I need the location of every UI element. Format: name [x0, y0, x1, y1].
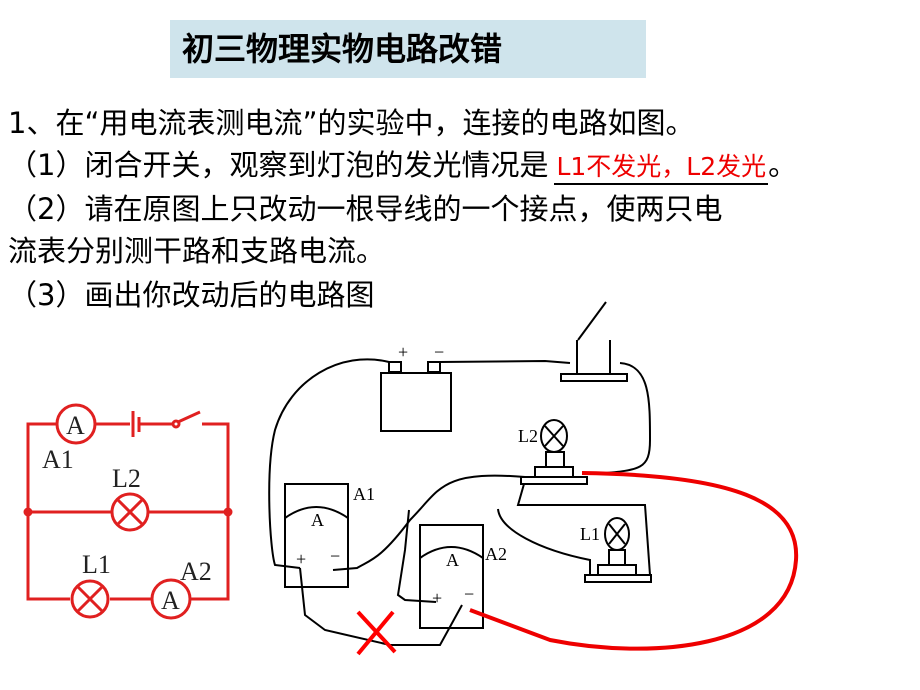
schematic-a2-label: A2: [180, 557, 212, 586]
question-2-b: 流表分别测干路和支路电流。: [8, 234, 386, 268]
physical-circuit: [268, 301, 652, 646]
question-3: （3）画出你改动后的电路图: [8, 278, 375, 312]
wrong-wire-cross-icon: [356, 610, 397, 656]
schematic-ammeter-a1: [55, 403, 97, 445]
a2-meter-label: A: [446, 550, 459, 570]
lamp-l1: [604, 517, 630, 551]
a1-minus: −: [330, 546, 340, 566]
question-intro: 1、在“用电流表测电流”的实验中，连接的电路如图。: [8, 106, 695, 140]
corrected-wire: [469, 471, 799, 651]
a2-minus: −: [464, 584, 474, 604]
schematic-lamp-l1: [70, 579, 110, 619]
ammeter-a1: [284, 483, 349, 588]
a1-meter-label: A: [311, 510, 324, 530]
question-1-end: 。: [768, 148, 798, 182]
a2-label: A2: [485, 544, 507, 564]
switch: [560, 373, 628, 382]
lamp-l2: [540, 419, 568, 453]
schematic-l1-label: L1: [82, 550, 111, 579]
schematic-l2-label: L2: [112, 464, 141, 493]
question-1-answer: L1不发光，L2发光: [554, 147, 769, 185]
battery: [380, 372, 452, 432]
question-1-text: （1）闭合开关，观察到灯泡的发光情况是: [8, 148, 549, 182]
a1-plus: +: [296, 549, 306, 569]
schematic-meter-label: A: [66, 411, 85, 440]
lamp-l2-base: [520, 476, 588, 485]
slide-title: 初三物理实物电路改错: [170, 20, 646, 78]
a1-label: A1: [353, 484, 375, 504]
battery-plus-label: +: [398, 342, 408, 362]
schematic-lamp-l2: [110, 492, 150, 532]
lamp-l1-base: [584, 574, 652, 583]
schematic-diagram: [23, 403, 233, 620]
schematic-meter-label: A: [161, 586, 180, 615]
a2-plus: +: [432, 588, 442, 608]
question-2-a: （2）请在原图上只改动一根导线的一个接点，使两只电: [8, 192, 723, 226]
l1-label: L1: [580, 524, 600, 544]
l2-label: L2: [518, 426, 538, 446]
schematic-a1-label: A1: [42, 445, 74, 474]
schematic-ammeter-a2: [150, 578, 192, 620]
ammeter-a2: [419, 524, 484, 629]
battery-minus-label: −: [434, 342, 444, 362]
